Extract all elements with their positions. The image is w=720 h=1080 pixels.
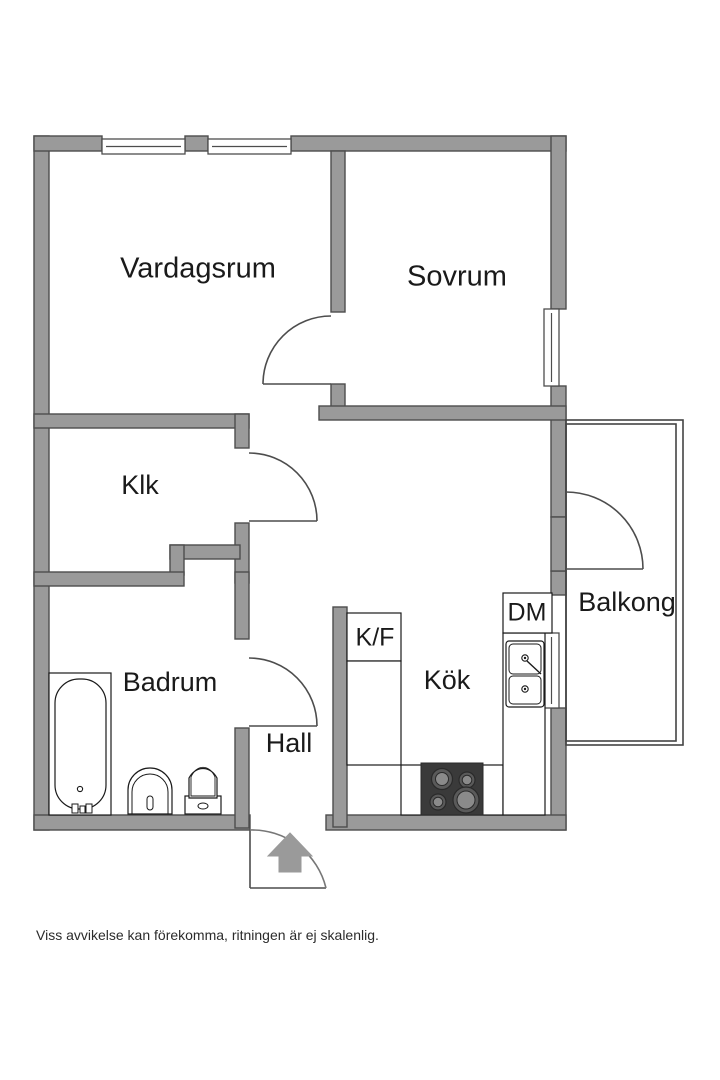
wall-exterior-top-b — [290, 135, 567, 152]
door-balcony — [565, 491, 644, 570]
washbasin-icon — [127, 767, 173, 815]
wall-exterior-bottom-b — [325, 814, 567, 831]
wall-bathroom-hall-a — [234, 571, 250, 640]
bathtub-icon — [48, 672, 112, 816]
wall-living-bottom — [33, 413, 250, 429]
room-label-badrum: Badrum — [123, 667, 218, 697]
room-label-hall: Hall — [266, 728, 313, 758]
balcony-outline — [565, 419, 684, 746]
window-living-left — [101, 138, 186, 155]
appliance-label-group: K/F DM — [356, 599, 547, 652]
wall-exterior-right-a — [550, 135, 567, 310]
window-living-right — [207, 138, 292, 155]
appliance-label-kf: K/F — [356, 624, 395, 652]
bathroom-fixtures — [48, 672, 222, 816]
room-label-kok: Kök — [424, 665, 471, 695]
wall-klk-right-a — [234, 413, 250, 449]
wall-exterior-right-d — [550, 707, 567, 831]
wall-klk-step-vertical — [169, 544, 185, 576]
wall-group — [33, 135, 567, 831]
window-kitchen — [543, 632, 560, 709]
wall-exterior-right-c — [550, 570, 567, 596]
room-label-vardagsrum: Vardagsrum — [120, 253, 276, 285]
fridge-freezer-box — [346, 612, 402, 662]
room-label-balkong: Balkong — [578, 587, 676, 617]
balcony-railing-inner — [565, 423, 677, 742]
dishwasher-box — [502, 592, 553, 634]
kitchen-sink-icon — [505, 640, 545, 708]
wall-klk-bottom — [33, 571, 185, 587]
door-bedroom — [262, 315, 332, 385]
wall-bedroom-bottom — [318, 405, 567, 421]
wall-exterior-bottom-a — [33, 814, 251, 831]
kitchen-fixtures — [346, 592, 553, 816]
window-bedroom — [543, 308, 560, 387]
wall-bathroom-hall-b — [234, 727, 250, 829]
stovetop-icon — [420, 762, 484, 816]
appliance-label-dm: DM — [508, 599, 547, 627]
disclaimer-caption: Viss avvikelse kan förekomma, ritningen … — [36, 927, 379, 943]
wall-exterior-top-pier — [184, 135, 209, 152]
entry-arrow-icon — [266, 832, 314, 873]
toilet-icon — [184, 766, 222, 815]
wall-living-bedroom — [330, 150, 346, 313]
counter-left-run — [346, 660, 402, 766]
room-label-group: Vardagsrum Sovrum Klk Badrum Hall Kök Ba… — [120, 253, 676, 758]
wall-exterior-top-a — [33, 135, 103, 152]
wall-exterior-left — [33, 135, 50, 831]
wall-balcony-left-upper — [550, 516, 567, 572]
room-label-klk: Klk — [121, 470, 159, 500]
door-bathroom — [248, 657, 318, 727]
balcony-railing-outer — [565, 419, 684, 746]
door-klk — [248, 452, 318, 522]
wall-hall-kitchen — [332, 606, 348, 828]
room-label-sovrum: Sovrum — [407, 261, 507, 293]
